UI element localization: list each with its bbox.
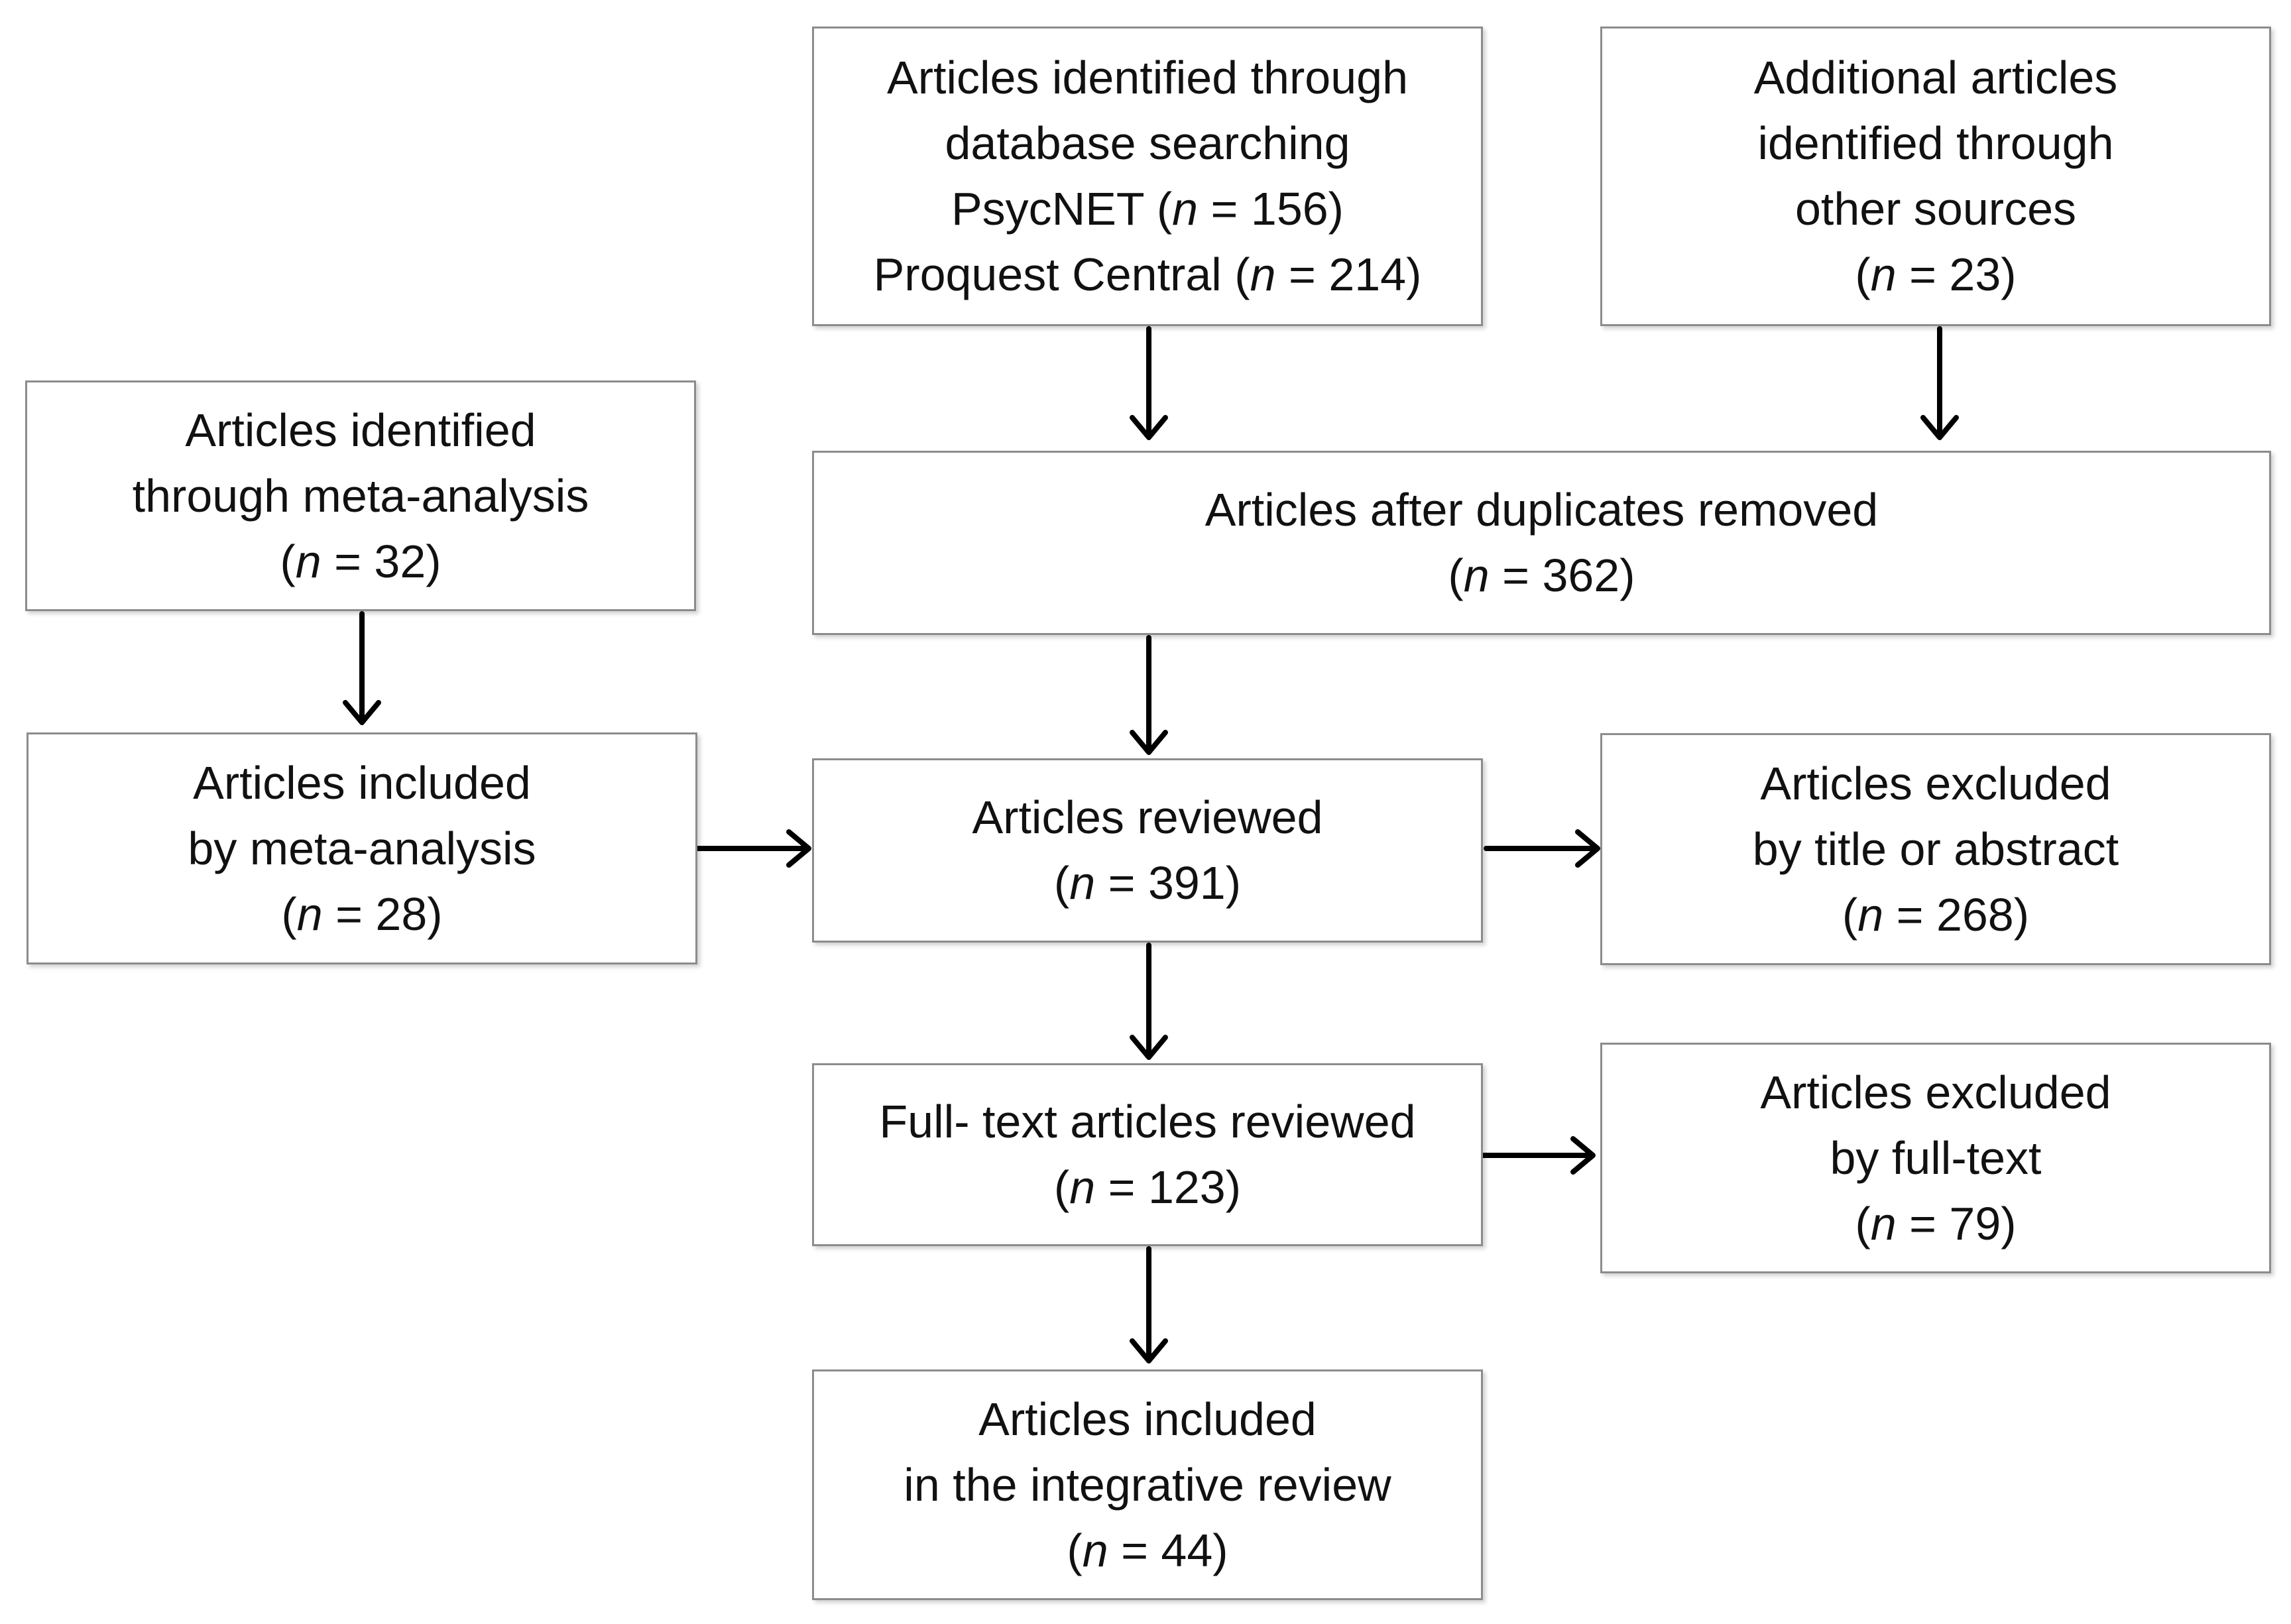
- box-other-sources-line-2: identified through: [1757, 117, 2114, 169]
- box-other-sources-line-1: Additional articles: [1753, 52, 2118, 103]
- box-meta-included-line-1: Articles included: [193, 756, 531, 809]
- proquest-count: Proquest Central (n = 214): [873, 249, 1422, 300]
- excluded-fulltext-count: (n = 79): [1855, 1197, 2017, 1249]
- arrow-reviewed-to-excluded-title: [1484, 829, 1600, 868]
- duplicates-removed-count: (n = 362): [1448, 550, 1635, 601]
- box-fulltext-reviewed: Full- text articles reviewed (n = 123): [812, 1063, 1483, 1246]
- box-meta-identified: Articles identified through meta-analysi…: [25, 380, 696, 611]
- box-articles-reviewed: Articles reviewed (n = 391): [812, 758, 1483, 943]
- box-excluded-fulltext-line-2: by full-text: [1830, 1131, 2042, 1184]
- arrow-duplicates-to-reviewed: [1130, 635, 1168, 755]
- box-other-sources: Additional articles identified through o…: [1600, 27, 2271, 326]
- arrow-reviewed-to-fulltext: [1130, 943, 1168, 1060]
- box-duplicates-removed-line-1: Articles after duplicates removed: [1204, 484, 1879, 536]
- box-meta-included: Articles included by meta-analysis (n = …: [27, 732, 697, 964]
- box-fulltext-reviewed-line-1: Full- text articles reviewed: [879, 1096, 1416, 1147]
- arrow-meta-included-to-reviewed: [695, 829, 811, 868]
- box-articles-reviewed-line-1: Articles reviewed: [972, 791, 1323, 843]
- excluded-title-count: (n = 268): [1842, 888, 2030, 941]
- box-excluded-title-line-2: by title or abstract: [1752, 823, 2119, 875]
- fulltext-reviewed-count: (n = 123): [1053, 1161, 1242, 1213]
- included-review-count: (n = 44): [1067, 1524, 1228, 1576]
- reviewed-count: (n = 391): [1053, 857, 1242, 909]
- arrow-database-to-duplicates: [1130, 326, 1168, 440]
- box-included-review-line-1: Articles included: [978, 1393, 1317, 1445]
- arrow-other-sources-to-duplicates: [1920, 326, 1959, 440]
- box-included-review-line-2: in the integrative review: [904, 1458, 1391, 1511]
- box-excluded-title-line-1: Articles excluded: [1760, 757, 2111, 809]
- box-meta-identified-line-2: through meta-analysis: [132, 469, 589, 522]
- psycnet-count: PsycNET (n = 156): [951, 183, 1344, 235]
- box-excluded-title-abstract: Articles excluded by title or abstract (…: [1600, 733, 2271, 965]
- arrow-meta-identified-to-meta-included: [343, 611, 381, 725]
- box-database-search: Articles identified through database sea…: [812, 27, 1483, 326]
- box-other-sources-line-3: other sources: [1794, 183, 2077, 235]
- box-excluded-fulltext-line-1: Articles excluded: [1760, 1066, 2111, 1118]
- box-excluded-fulltext: Articles excluded by full-text (n = 79): [1600, 1043, 2271, 1273]
- box-included-review: Articles included in the integrative rev…: [812, 1369, 1483, 1600]
- box-meta-included-line-2: by meta-analysis: [188, 822, 536, 874]
- arrow-fulltext-to-excluded-fulltext: [1479, 1136, 1596, 1175]
- meta-included-count: (n = 28): [281, 888, 443, 940]
- box-database-search-line-1: Articles identified through: [887, 52, 1408, 103]
- box-database-search-line-2: database searching: [945, 117, 1350, 169]
- meta-identified-count: (n = 32): [280, 535, 441, 587]
- arrow-fulltext-to-included: [1130, 1246, 1168, 1363]
- box-duplicates-removed: Articles after duplicates removed (n = 3…: [812, 451, 2271, 635]
- other-sources-count: (n = 23): [1855, 249, 2017, 300]
- box-meta-identified-line-1: Articles identified: [185, 404, 536, 456]
